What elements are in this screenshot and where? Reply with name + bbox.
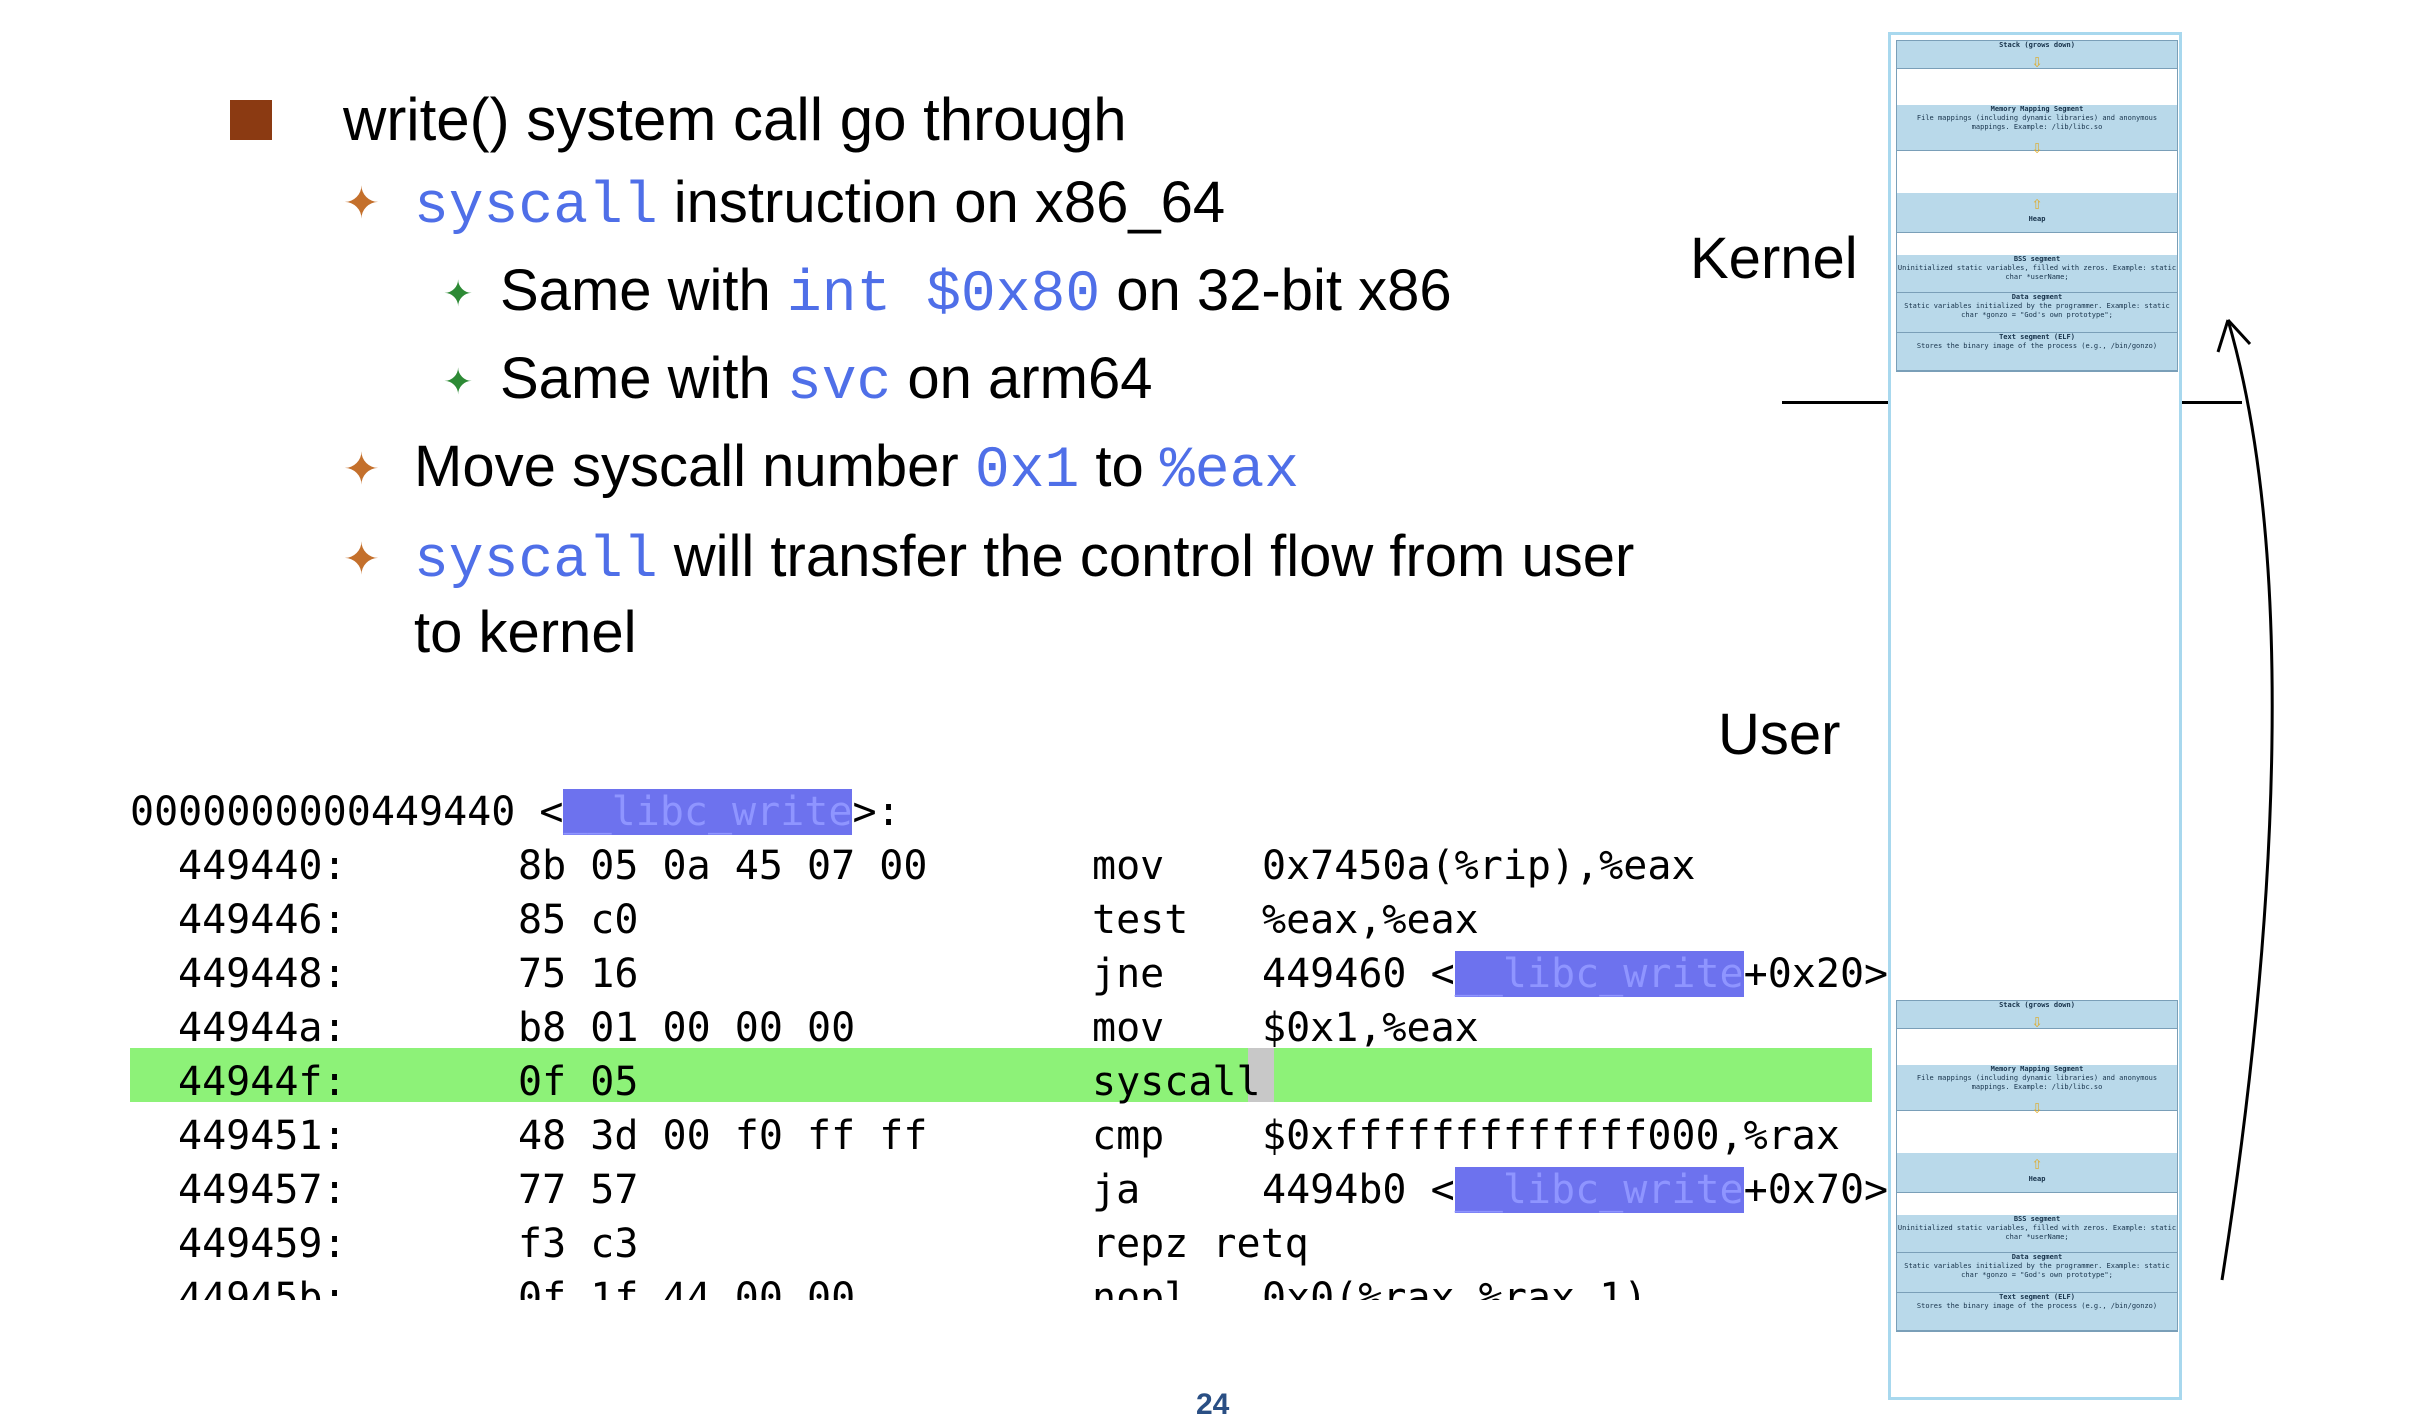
disasm-operands: %eax,%eax (1262, 897, 1479, 943)
disasm-bytes: 0f 05 (518, 1059, 639, 1105)
main-bullet: write() system call go through (343, 86, 1127, 153)
disasm-address: 449451: (178, 1113, 347, 1159)
disasm-opcode: ja (1092, 1167, 1141, 1213)
disasm-operands: 449460 <__libc_write+0x20> (1262, 951, 1889, 997)
disasm-bytes: 48 3d 00 f0 ff ff (518, 1113, 928, 1159)
heap-segment: Heap (1897, 193, 2177, 233)
down-arrow-icon: ⇩ (2031, 51, 2043, 72)
text-segment: Text segment (ELF)Stores the binary imag… (1897, 1293, 2177, 1331)
up-arrow-icon: ⇧ (2031, 193, 2043, 214)
sub-bullet-int80: Same with int $0x80 on 32-bit x86 (500, 258, 1452, 328)
up-arrow-icon: ⇧ (2031, 1153, 2043, 1174)
disasm-opcode: cmp (1092, 1113, 1165, 1159)
down-arrow-icon: ⇩ (2031, 1097, 2043, 1118)
heap-segment: Heap (1897, 1153, 2177, 1193)
text-cursor (1248, 1048, 1274, 1102)
disasm-bytes: b8 01 00 00 00 (518, 1005, 856, 1051)
disasm-address: 449448: (178, 951, 347, 997)
disasm-opcode: mov (1092, 1005, 1165, 1051)
disasm-address: 449457: (178, 1167, 347, 1213)
square-bullet-icon (230, 100, 272, 140)
star-bullet-icon: ✦ (343, 445, 380, 494)
user-label: User (1718, 702, 1841, 767)
disasm-address: 44944f: (178, 1059, 347, 1105)
sub-bullet-svc: Same with svc on arm64 (500, 346, 1153, 416)
disasm-bytes: f3 c3 (518, 1221, 639, 1267)
kernel-label: Kernel (1690, 226, 1858, 291)
cut-off-area (0, 1300, 1900, 1340)
highlighted-row-background (130, 1048, 1872, 1102)
down-arrow-icon: ⇩ (2031, 137, 2043, 158)
disasm-address: 449446: (178, 897, 347, 943)
disasm-address: 449440: (178, 843, 347, 889)
sub-bullet-transfer-cont: to kernel (414, 600, 637, 665)
star-bullet-icon: ✦ (443, 361, 474, 402)
text-segment: Text segment (ELF)Stores the binary imag… (1897, 333, 2177, 371)
disasm-address: 44944a: (178, 1005, 347, 1051)
user-memory-map: Stack (grows down) ⇩ Memory Mapping Segm… (1896, 1000, 2178, 1332)
disasm-opcode: mov (1092, 843, 1165, 889)
symbol-highlight: __libc_write (1454, 1167, 1744, 1213)
disasm-bytes: 8b 05 0a 45 07 00 (518, 843, 928, 889)
disasm-opcode: test (1092, 897, 1189, 943)
disasm-operands: 0x7450a(%rip),%eax (1262, 843, 1696, 889)
disasm-operands: $0x1,%eax (1262, 1005, 1479, 1051)
disasm-opcode: syscall (1092, 1059, 1261, 1105)
disasm-opcode: repz retq (1092, 1221, 1309, 1267)
disasm-bytes: 75 16 (518, 951, 639, 997)
stack-segment: Stack (grows down) (1897, 41, 2177, 69)
sub-bullet-syscall: syscall instruction on x86_64 (414, 170, 1226, 240)
disasm-opcode: jne (1092, 951, 1165, 997)
disasm-operands: 4494b0 <__libc_write+0x70> (1262, 1167, 1889, 1213)
stack-segment: Stack (grows down) (1897, 1001, 2177, 1029)
sub-bullet-move: Move syscall number 0x1 to %eax (414, 434, 1300, 504)
disasm-bytes: 85 c0 (518, 897, 639, 943)
down-arrow-icon: ⇩ (2031, 1011, 2043, 1032)
star-bullet-icon: ✦ (343, 535, 380, 584)
page-number: 24 (1196, 1388, 1230, 1421)
sub-bullet-transfer: syscall will transfer the control flow f… (414, 524, 1635, 594)
disasm-operands: $0xfffffffffffff000,%rax (1262, 1113, 1840, 1159)
disasm-bytes: 77 57 (518, 1167, 639, 1213)
symbol-highlight: __libc_write (1454, 951, 1744, 997)
disasm-address: 449459: (178, 1221, 347, 1267)
star-bullet-icon: ✦ (443, 273, 474, 314)
star-bullet-icon: ✦ (343, 179, 380, 228)
disasm-header: 0000000000449440 <__libc_write>: (130, 789, 901, 835)
transition-arrow-icon (2216, 318, 2274, 1281)
kernel-memory-map: Stack (grows down) ⇩ Memory Mapping Segm… (1896, 40, 2178, 372)
